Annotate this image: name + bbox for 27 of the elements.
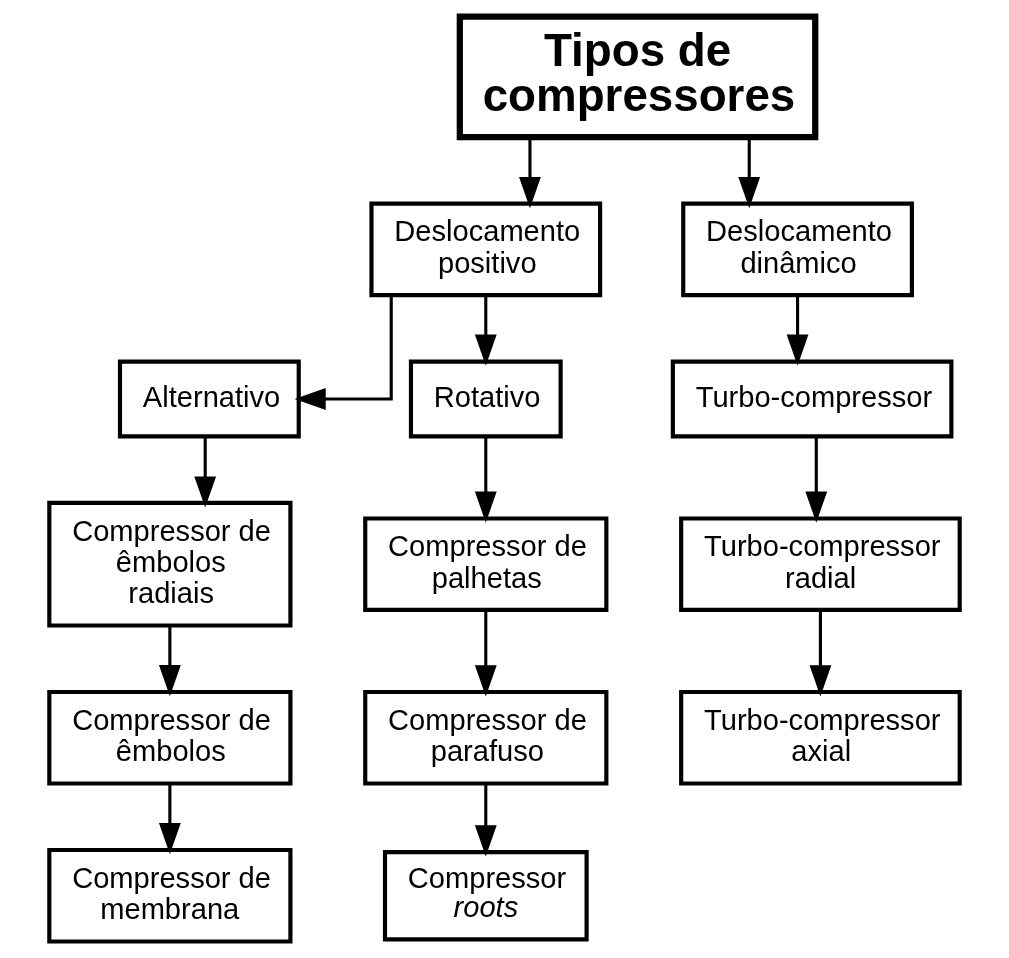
node-box: Compressor de êmbolos radiais: [47, 500, 293, 628]
arrow: [474, 610, 497, 697]
arrow: [786, 295, 809, 366]
arrow: [474, 295, 497, 366]
arrow: [158, 625, 181, 697]
node-box: Compressor de membrana: [47, 847, 293, 944]
arrow: [805, 436, 828, 523]
arrow: [194, 436, 217, 508]
node-box: Turbo-compressor radial: [679, 516, 962, 613]
node-box: Deslocamento dinâmico: [681, 201, 914, 298]
arrow: [474, 436, 497, 523]
node-box: Alternativo: [117, 359, 301, 439]
node-box: Compressor de êmbolos: [47, 689, 293, 786]
node-box: Rotativo: [408, 359, 563, 439]
node-box: Compressor de parafuso: [363, 689, 609, 786]
arrow: [738, 137, 761, 209]
node-box: Compressor roots: [382, 850, 589, 942]
arrow: [809, 610, 832, 697]
arrow: [474, 784, 497, 857]
arrow: [519, 137, 541, 209]
node-box: Tipos de compressores: [456, 13, 819, 141]
node-box: Compressor de palhetas: [363, 516, 609, 613]
arrow: [294, 295, 393, 410]
node-box: Deslocamento positivo: [369, 201, 603, 298]
node-box: Turbo-compressor: [670, 359, 954, 439]
node-box: Turbo-compressor axial: [679, 689, 962, 786]
arrow: [158, 784, 181, 855]
